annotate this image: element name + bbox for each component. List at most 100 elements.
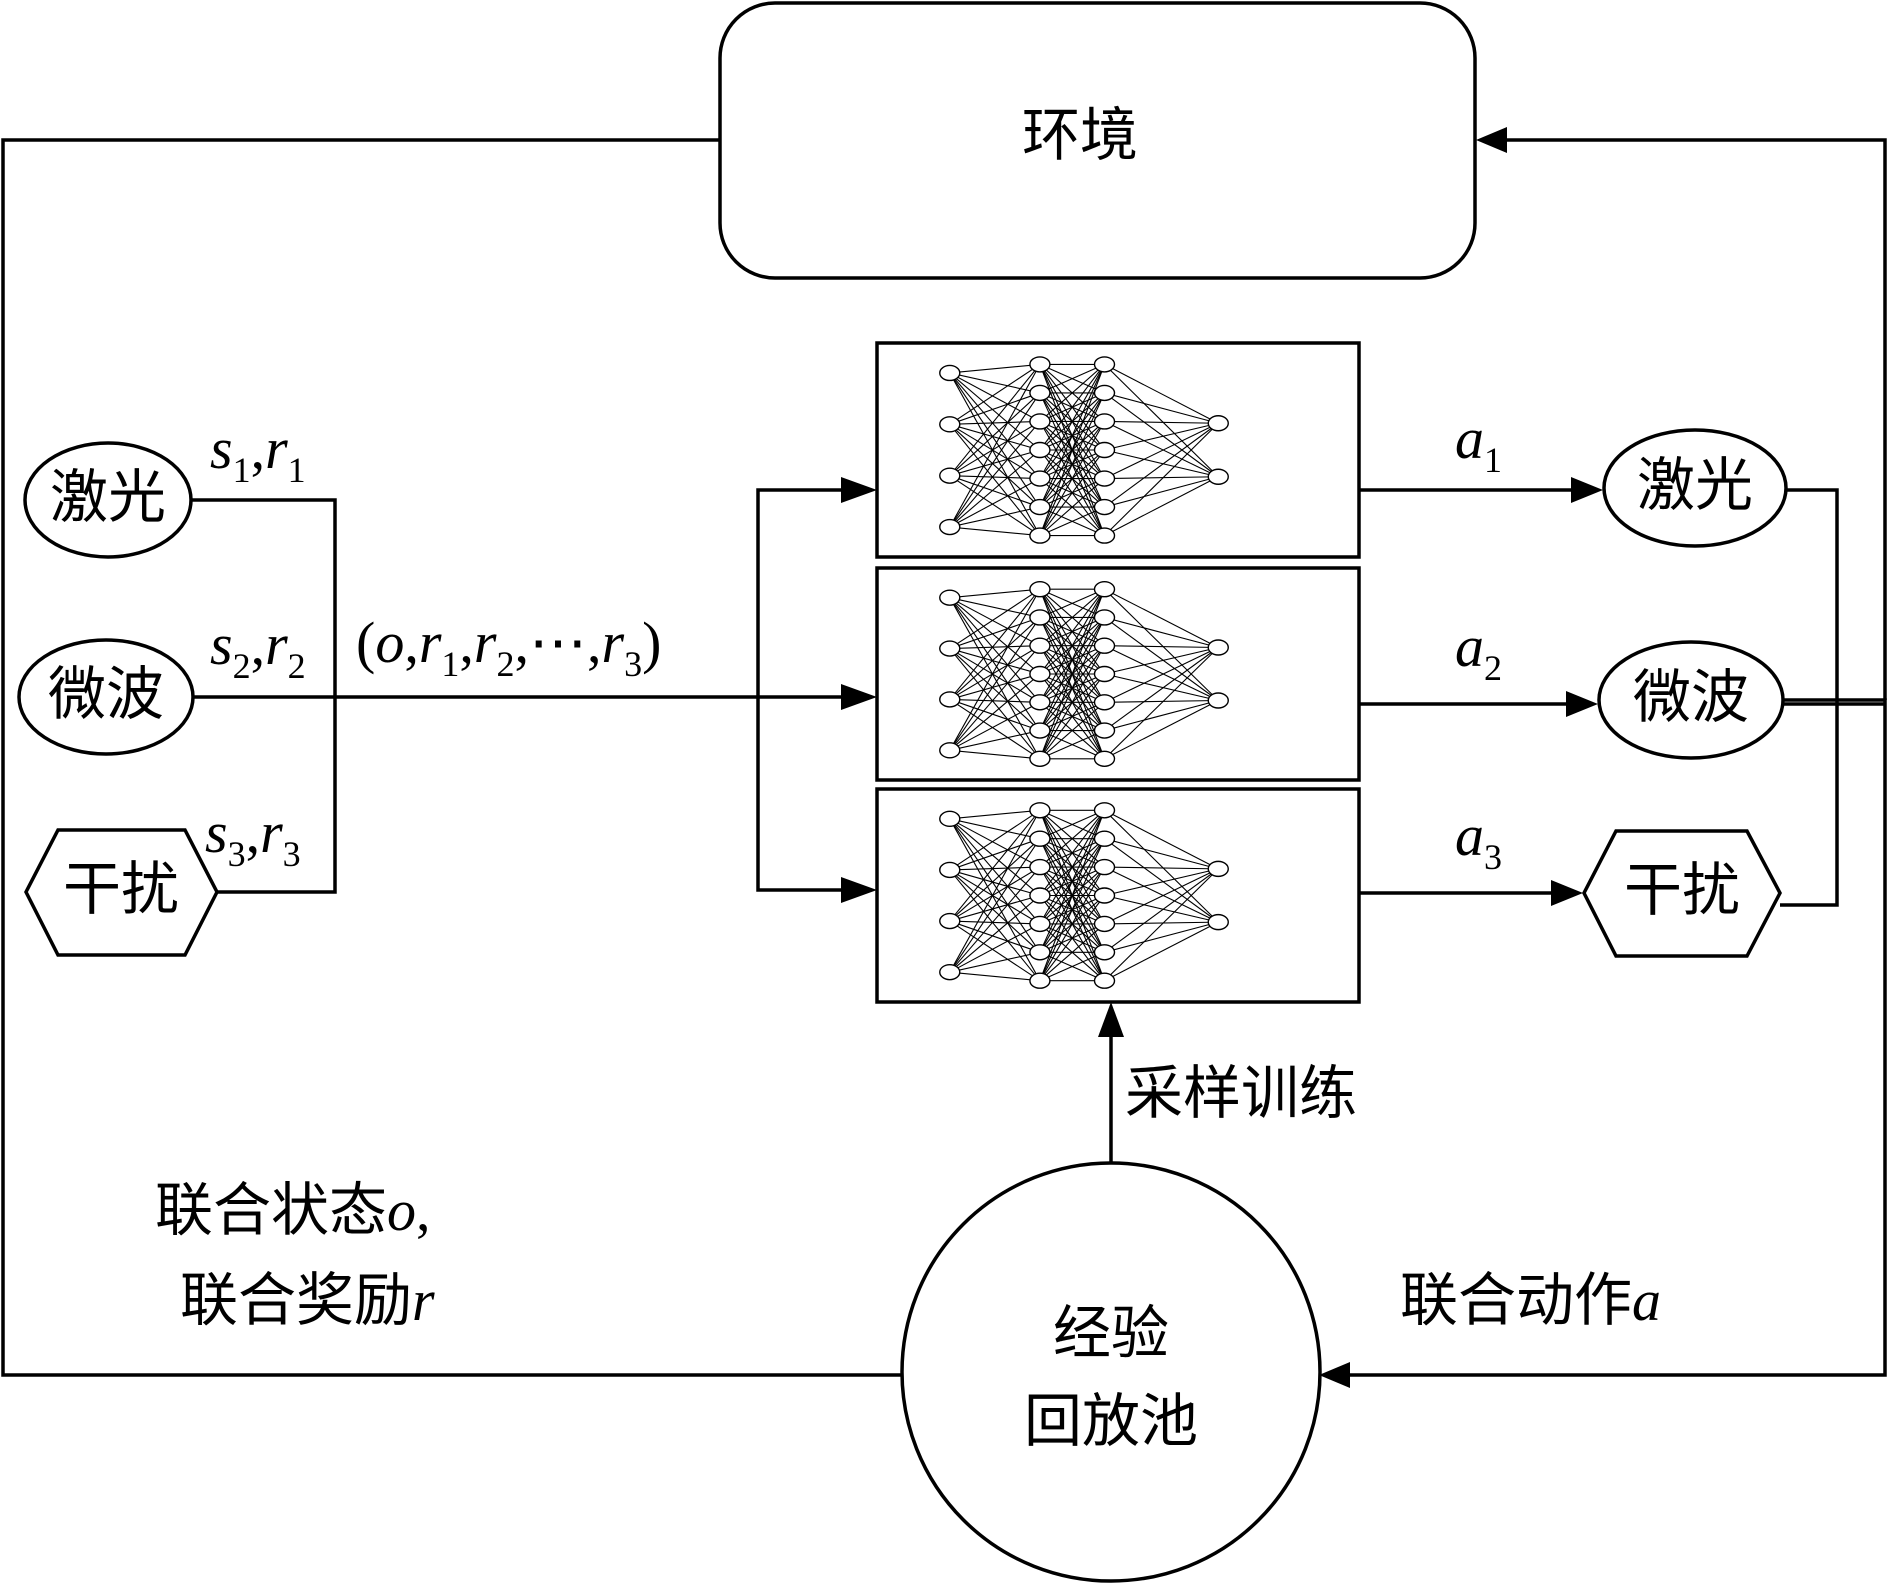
nn-connection [949, 866, 1041, 973]
nn-neuron [1207, 692, 1229, 709]
nn-connection [1104, 868, 1219, 953]
nn-neuron [1207, 415, 1229, 432]
nn-connection [949, 818, 1041, 840]
nn-neuron [1093, 384, 1116, 402]
nn-connection [949, 372, 1041, 422]
arrowhead-to-environment [1476, 127, 1507, 153]
nn-connection [949, 894, 1041, 922]
nn-connection [949, 475, 1041, 537]
right-bus [1780, 488, 1839, 907]
nn-neuron [1093, 527, 1116, 544]
nn-connection [949, 597, 1041, 760]
sampling-label: 采样训练 [1125, 1059, 1357, 1127]
nn-neuron [1093, 665, 1116, 683]
nn-neuron [1029, 915, 1051, 933]
nn-connection [949, 372, 1041, 536]
nn-connection [1104, 838, 1219, 923]
nn-connection [949, 372, 1041, 479]
nn-neuron [1029, 722, 1051, 739]
arrowhead-action-1 [1571, 477, 1603, 503]
nn-neuron [1093, 498, 1116, 516]
nn-connection [1039, 810, 1106, 953]
nn-connection [949, 698, 1041, 732]
nn-connection [949, 818, 1041, 925]
arrowhead-action-3 [1551, 880, 1583, 906]
nn-connection [949, 698, 1040, 703]
nn-connection [949, 597, 1041, 731]
policy-network-1 [875, 341, 1361, 559]
nn-neuron [1093, 858, 1116, 876]
environment-node: 环境 [718, 1, 1477, 280]
nn-connection [949, 588, 1041, 650]
nn-connection [949, 616, 1041, 650]
nn-neuron [1093, 802, 1116, 819]
state-reward-label-3: s3,r3 [205, 800, 301, 874]
nn-connection [1039, 809, 1105, 868]
nn-neuron [1093, 609, 1116, 626]
nn-connection [949, 420, 1040, 425]
nn-connection [1039, 588, 1105, 647]
nn-connection [1039, 809, 1105, 840]
nn-connection [1104, 809, 1219, 923]
replay-buffer: 经验 回放池 [900, 1161, 1322, 1583]
nn-connection [1104, 588, 1219, 701]
nn-connection [1104, 588, 1219, 648]
svg-text:激光: 激光 [1637, 451, 1753, 519]
nn-connection [949, 698, 1041, 760]
nn-connection [949, 673, 1041, 700]
action-label-1: a1 [1455, 406, 1502, 480]
nn-connection [1039, 506, 1105, 537]
nn-neuron [1093, 470, 1116, 487]
nn-connection [949, 526, 1040, 537]
nn-connection [1039, 588, 1106, 731]
nn-connection [949, 597, 1041, 619]
nn-neuron [939, 861, 961, 879]
nn-connection [1039, 730, 1105, 760]
nn-connection [949, 423, 1041, 508]
nn-neuron [1029, 609, 1051, 626]
nn-neuron [1093, 441, 1116, 459]
nn-connection [949, 809, 1041, 871]
nn-neuron [1093, 356, 1116, 373]
arrowhead-sampling [1098, 1002, 1124, 1037]
action-to-environment [1507, 138, 1887, 700]
left-agent-jamming: 干扰 [24, 828, 219, 957]
right-agent-jamming: 干扰 [1582, 829, 1782, 958]
svg-text:激光: 激光 [50, 463, 166, 531]
action-label-2: a2 [1455, 614, 1502, 688]
nn-connection [949, 818, 1041, 868]
nn-connection [949, 971, 1040, 982]
svg-text:微波: 微波 [48, 660, 164, 728]
nn-connection [1039, 809, 1105, 896]
replay-buffer-line1: 经验 [1053, 1299, 1169, 1367]
nn-neuron [1093, 944, 1116, 961]
nn-connection [1039, 364, 1105, 479]
nn-connection [1104, 645, 1219, 701]
nn-connection [1104, 422, 1219, 536]
nn-connection [1104, 699, 1219, 732]
nn-connection [1039, 363, 1105, 394]
nn-connection [949, 866, 1040, 871]
arrowhead-action-2 [1566, 691, 1598, 717]
nn-connection [1104, 646, 1219, 675]
nn-connection [949, 392, 1041, 425]
nn-connection [949, 895, 1041, 973]
nn-connection [949, 749, 1040, 760]
nn-neuron [1029, 802, 1051, 819]
left-agent-microwave: 微波 [17, 638, 195, 756]
nn-neuron [1029, 665, 1051, 683]
nn-neuron [1093, 722, 1116, 739]
nn-connection [949, 363, 1041, 425]
nn-neuron [1029, 972, 1051, 989]
joint-tuple-label: (o,r1,r2,⋯,r3) [356, 610, 661, 684]
nn-connection [1039, 421, 1105, 536]
nn-connection [1104, 420, 1219, 478]
nn-neuron [1029, 694, 1051, 711]
state-reward-label-1: s1,r1 [210, 416, 306, 490]
nn-neuron [939, 416, 961, 433]
nn-connection [949, 423, 1041, 451]
nn-neuron [1093, 750, 1116, 767]
nn-connection [1039, 810, 1105, 925]
nn-drawing-3 [939, 802, 1229, 989]
nn-connection [1039, 895, 1105, 982]
